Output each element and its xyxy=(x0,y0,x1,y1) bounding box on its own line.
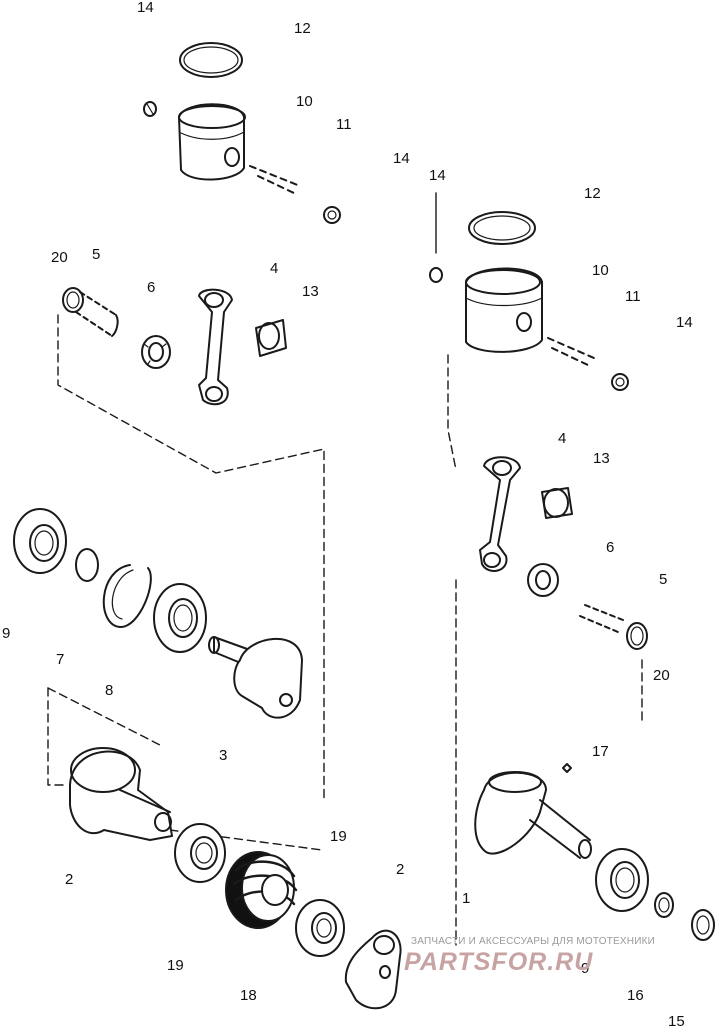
crank-half-left-lower xyxy=(69,747,173,841)
callout-1: 1 xyxy=(462,890,471,907)
piston-pin-right xyxy=(547,337,595,367)
callout-9: 9 xyxy=(581,960,590,977)
callout-6: 6 xyxy=(147,279,156,296)
connecting-rod-right xyxy=(479,456,521,572)
callout-16: 16 xyxy=(627,987,644,1004)
circlip-left-small xyxy=(323,206,341,224)
crankpin-right xyxy=(579,604,648,650)
callout-14: 14 xyxy=(393,150,410,167)
callout-14: 14 xyxy=(429,167,446,184)
crank-half-right xyxy=(474,771,592,859)
callout-7: 7 xyxy=(56,651,65,668)
small-end-bearing-right-13 xyxy=(541,487,573,519)
callout-5: 5 xyxy=(92,246,101,263)
callout-11: 11 xyxy=(336,116,352,133)
piston-ring-right xyxy=(468,211,536,245)
small-end-bearing-left-13 xyxy=(255,319,287,357)
callout-15: 15 xyxy=(668,1013,685,1030)
crankpin-left xyxy=(62,287,119,337)
main-bearing-left-inner xyxy=(153,583,207,653)
needle-bearing-right-6 xyxy=(527,563,559,597)
assembly-lines-right xyxy=(447,354,643,946)
callout-13: 13 xyxy=(593,450,610,467)
thrust-ring-left xyxy=(75,548,99,582)
callout-12: 12 xyxy=(584,185,601,202)
seal-15 xyxy=(691,909,715,941)
main-bearing-right-9 xyxy=(595,848,649,912)
callout-9: 9 xyxy=(2,625,11,642)
circlip-right-small xyxy=(611,373,629,391)
callout-10: 10 xyxy=(296,93,313,110)
callout-17: 17 xyxy=(592,743,609,760)
callout-4: 4 xyxy=(558,430,567,447)
piston-right xyxy=(465,267,543,353)
callout-4: 4 xyxy=(270,260,279,277)
needle-bearing-left-6 xyxy=(141,335,171,369)
callout-11: 11 xyxy=(625,288,641,305)
callout-8: 8 xyxy=(105,682,114,699)
piston-left xyxy=(178,103,246,181)
callout-14: 14 xyxy=(676,314,693,331)
main-bearing-left-9 xyxy=(13,508,67,574)
callout-5: 5 xyxy=(659,571,668,588)
piston-ring-left xyxy=(179,42,243,78)
callout-6: 6 xyxy=(606,539,615,556)
watermark-logo: PARTSFOR.RU xyxy=(404,948,594,976)
connecting-rod-left xyxy=(198,288,233,406)
callout-19: 19 xyxy=(330,828,347,845)
crank-half-left-3 xyxy=(208,636,303,719)
circlip-left-top xyxy=(143,101,157,117)
callout-13: 13 xyxy=(302,283,319,300)
callout-20: 20 xyxy=(51,249,68,266)
callout-2: 2 xyxy=(396,861,405,878)
seal-16 xyxy=(654,892,674,918)
main-bearing-center-19-left xyxy=(174,823,226,883)
callout-18: 18 xyxy=(240,987,257,1004)
retaining-ring-left xyxy=(102,564,152,629)
callout-3: 3 xyxy=(219,747,228,764)
crank-half-center-2 xyxy=(344,929,402,1010)
circlip-right-top xyxy=(429,192,443,283)
callout-10: 10 xyxy=(592,262,609,279)
callout-14: 14 xyxy=(137,0,154,16)
callout-19: 19 xyxy=(167,957,184,974)
center-seal-18 xyxy=(225,851,298,929)
callout-20: 20 xyxy=(653,667,670,684)
piston-pin-left xyxy=(249,165,301,195)
callout-12: 12 xyxy=(294,20,311,37)
watermark-tagline: ЗАПЧАСТИ И АКСЕССУАРЫ ДЛЯ МОТОТЕХНИКИ xyxy=(411,936,656,947)
callout-2: 2 xyxy=(65,871,74,888)
main-bearing-center-19-right xyxy=(295,899,345,957)
key-17 xyxy=(562,763,572,773)
